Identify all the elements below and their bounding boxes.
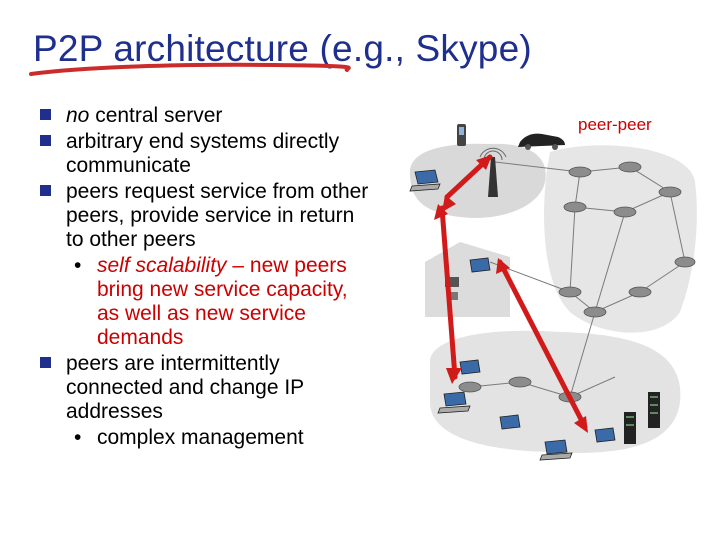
network-diagram xyxy=(409,124,697,461)
sub-bullet-self-scalability: • self scalability – new peers bring new… xyxy=(40,254,370,350)
laptop-icon xyxy=(409,169,616,461)
sub-bullet-complex-management: • complex management xyxy=(40,426,370,450)
title-underline xyxy=(29,62,351,76)
home-network-region xyxy=(425,242,510,317)
server-icon xyxy=(624,392,660,444)
bullet-arbitrary-end-systems: arbitrary end systems directly communica… xyxy=(40,130,370,178)
dot-bullet-icon: • xyxy=(74,254,82,277)
bullet-list: no central server arbitrary end systems … xyxy=(40,104,370,452)
router-icon xyxy=(458,161,696,403)
bullet-no-central-server: no central server xyxy=(40,104,370,128)
bullet-emphasis: no xyxy=(66,104,90,127)
slide-title: P2P architecture (e.g., Skype) xyxy=(33,28,532,69)
bullet-text: arbitrary end systems directly communica… xyxy=(66,130,340,177)
square-bullet-icon xyxy=(40,135,51,146)
phone-icon xyxy=(457,124,466,146)
sub-bullet-emphasis: self scalability xyxy=(97,254,227,277)
bullet-text: central server xyxy=(89,104,223,127)
square-bullet-icon xyxy=(40,357,51,368)
bullet-text: peers are intermittently connected and c… xyxy=(66,352,304,423)
bullet-intermittently-connected: peers are intermittently connected and c… xyxy=(40,352,370,424)
square-bullet-icon xyxy=(40,109,51,120)
sub-bullet-text: – new peers bring new service capacity, … xyxy=(97,254,348,349)
sub-bullet-text: complex management xyxy=(97,426,304,449)
enterprise-network-region xyxy=(430,330,681,453)
car-icon xyxy=(518,133,565,150)
bullet-text: peers request service from other peers, … xyxy=(66,180,369,251)
core-network-region xyxy=(544,145,697,333)
peer-peer-label: peer-peer xyxy=(578,115,652,134)
square-bullet-icon xyxy=(40,185,51,196)
dot-bullet-icon: • xyxy=(74,426,82,449)
bullet-peers-request-service: peers request service from other peers, … xyxy=(40,180,370,252)
cell-tower-icon xyxy=(479,147,507,197)
arrow-head-icon xyxy=(434,155,588,433)
mobile-network-region xyxy=(410,143,546,218)
home-devices xyxy=(445,277,459,300)
